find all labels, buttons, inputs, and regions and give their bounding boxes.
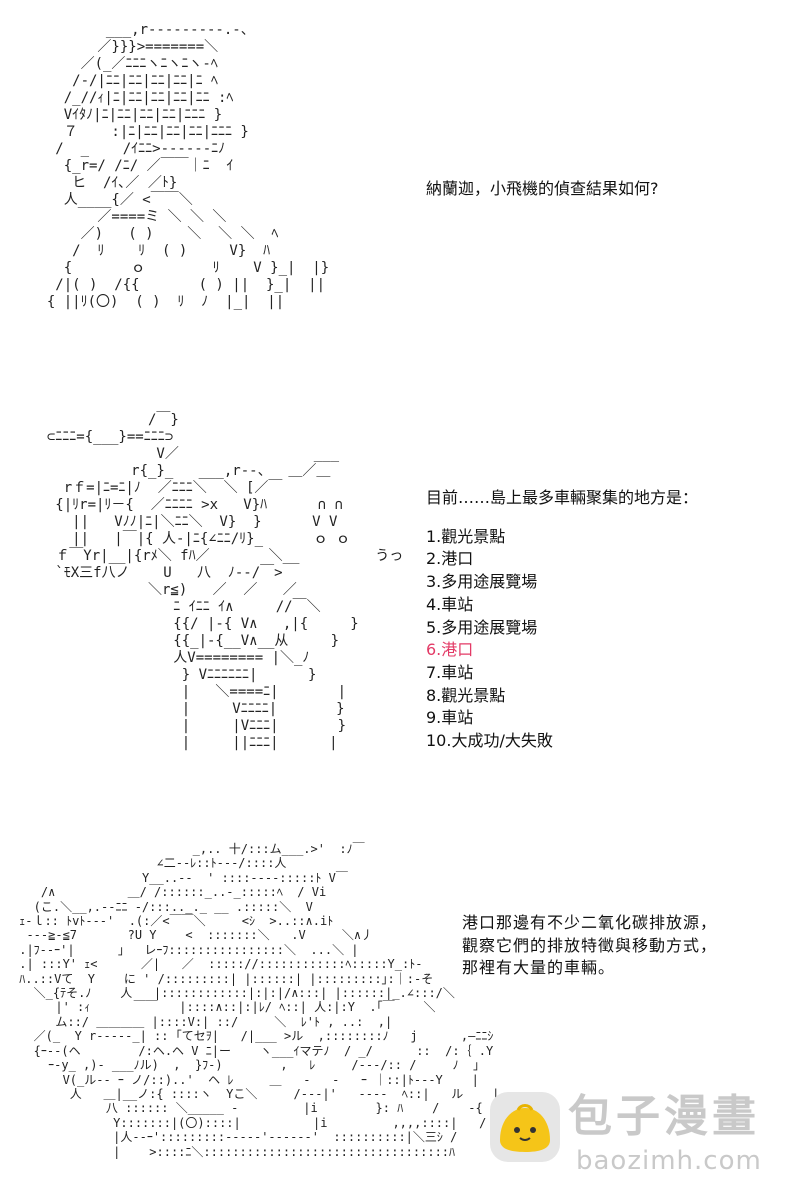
option-item: 4.車站 [426,594,474,614]
option-item-highlighted: 6.港口 [426,640,474,660]
dialog-options: 目前……島上最多車輛聚集的地方是： 1.觀光景點 2.港口 3.多用途展覽場 4… [426,487,698,753]
ascii-art-character-3: _,.. 十/:::ム___.>' :ﾉ￣ ∠二‐‐ﾚ::ﾄ‐‐‐/::::人 … [19,842,544,1159]
option-item: 5.多用途展覽場 [426,617,538,637]
option-item: 10.大成功/大失敗 [426,731,553,751]
option-item: 2.港口 [426,549,474,569]
dialog-question: 納蘭迦，小飛機的偵查結果如何? [426,179,659,198]
option-item: 9.車站 [426,708,474,728]
bun-mascot-icon [490,1092,560,1162]
option-item: 1.觀光景點 [426,526,506,546]
dialog-answer-line: 港口那邊有不少二氧化碳排放源， [462,913,718,932]
ascii-art-character-2: /￣} ⊂ﾆﾆﾆ={___}==ﾆﾆﾆ⊃ V／ ___ r{_}_ ___,r‐… [46,412,404,751]
bun-smile [519,1137,531,1141]
options-list: 1.觀光景點 2.港口 3.多用途展覽場 4.車站 5.多用途展覽場 6.港口 … [426,526,698,753]
bun-top [516,1104,534,1111]
dialog-answer-line: 那裡有大量的車輛。 [462,958,616,978]
dialog-options-title: 目前……島上最多車輛聚集的地方是： [426,488,699,507]
option-item: 7.車站 [426,662,474,682]
watermark-url: baozimh.com [576,1146,762,1176]
bun-body [500,1108,550,1152]
option-item: 8.觀光景點 [426,685,506,705]
dialog-answer: 港口那邊有不少二氧化碳排放源， 觀察它們的排放特徵與移動方式， 那裡有大量的車輛… [462,912,717,980]
ascii-art-character-1: ___,r‐‐‐‐‐‐‐‐‐.-、 ／}}}>=======＼ ／(_／ﾆﾆﾆヽ… [46,22,330,310]
option-item: 3.多用途展覽場 [426,572,538,592]
bun-eye-left [514,1127,520,1133]
dialog-answer-line: 觀察它們的排放特徵與移動方式， [462,935,718,955]
watermark-brand: 包子漫畫 [568,1091,760,1142]
bun-eye-right [530,1127,536,1133]
